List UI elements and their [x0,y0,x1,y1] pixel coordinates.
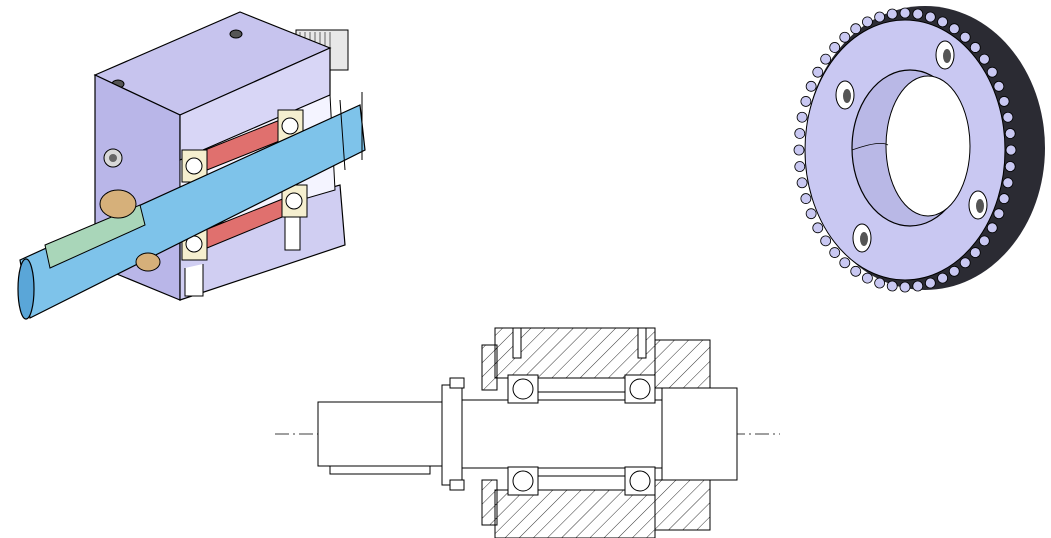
pulley-tooth [839,31,851,43]
pulley-tooth [899,7,911,19]
pulley-tooth [1002,177,1014,189]
shaft-left-section [317,401,444,467]
housing-lower-hatched [481,479,711,538]
pulley-tooth [862,272,873,284]
pulley-tooth [993,80,1005,92]
lock-nut [99,189,137,219]
pulley-tooth [969,247,981,258]
pulley-tooth [912,280,924,292]
pulley-tooth [800,193,812,204]
pulley-tooth [829,42,841,53]
pulley-tooth [812,222,824,234]
pulley-tooth [978,235,990,247]
pulley-tooth [959,31,971,43]
spacer-section-lower [537,467,626,477]
pulley-tooth [829,247,841,258]
pulley-tooth [948,23,960,35]
housing-upper-hatched [481,327,711,391]
mounting-hole-icon [935,40,955,70]
bearing-section-upper-left [507,374,539,404]
top-hole-1 [229,29,243,39]
pulley-tooth [924,11,936,23]
pulley-tooth [874,277,886,289]
pulley-tooth [1005,144,1017,156]
pulley-tooth [899,281,911,293]
timing-pulley-svg [793,6,1045,293]
pulley-tooth [948,265,960,277]
mounting-hole-icon [968,190,988,220]
pulley-tooth [959,257,971,269]
pulley-tooth [874,11,886,23]
pulley-tooth [862,16,873,28]
pulley-tooth [978,53,990,65]
pulley-tooth [794,161,806,172]
pulley-tooth [993,208,1005,220]
bearing-section-lower-left [507,466,539,496]
pulley-tooth [969,42,981,53]
pulley-tooth [1004,161,1016,172]
shaft-key [44,204,146,269]
pulley-tooth [986,66,998,78]
mounting-hole-icon [852,223,872,253]
pulley-tooth [796,177,808,189]
pulley-tooth [794,128,806,139]
pulley-tooth [937,16,948,28]
pulley-tooth [937,272,948,284]
pulley-tooth [812,66,824,78]
isometric-cutaway-svg [17,11,366,320]
pulley-tooth [998,193,1010,204]
isometric-cutaway-view [0,0,390,330]
shaft-key-section [329,465,431,475]
pulley-tooth [924,277,936,289]
shaft-main-section [461,399,663,469]
pulley-tooth [820,53,832,65]
cross-section-svg [275,327,780,538]
pulley-tooth [820,235,832,247]
pulley-tooth [912,8,924,20]
pulley-tooth [986,222,998,234]
pulley-teeth-ring [793,7,1017,293]
pulley-tooth [800,96,812,107]
bearing-section-lower-right [624,466,656,496]
pulley-tooth [839,257,851,269]
bearing-section-upper-right [624,374,656,404]
lock-nut-section [441,384,463,486]
pulley-tooth [886,280,898,292]
shaft-end-face [17,258,35,320]
pulley-tooth [796,111,808,123]
pulley-tooth [793,144,805,156]
pulley-tooth [1002,111,1014,123]
pulley-tooth [850,23,862,35]
pulley-tooth [998,96,1010,107]
timing-pulley-view [780,0,1051,300]
lock-nut-lower [135,252,161,272]
pulley-tooth [805,208,817,220]
shaft-right-section [661,387,738,481]
pulley-bore-inner [885,75,971,217]
mounting-hole-icon [835,80,855,110]
pulley-tooth [1004,128,1016,139]
pulley-tooth [850,265,862,277]
pulley-tooth [805,80,817,92]
spacer-section-upper [537,391,626,401]
pulley-tooth [886,8,898,20]
cross-section-view [270,320,790,538]
